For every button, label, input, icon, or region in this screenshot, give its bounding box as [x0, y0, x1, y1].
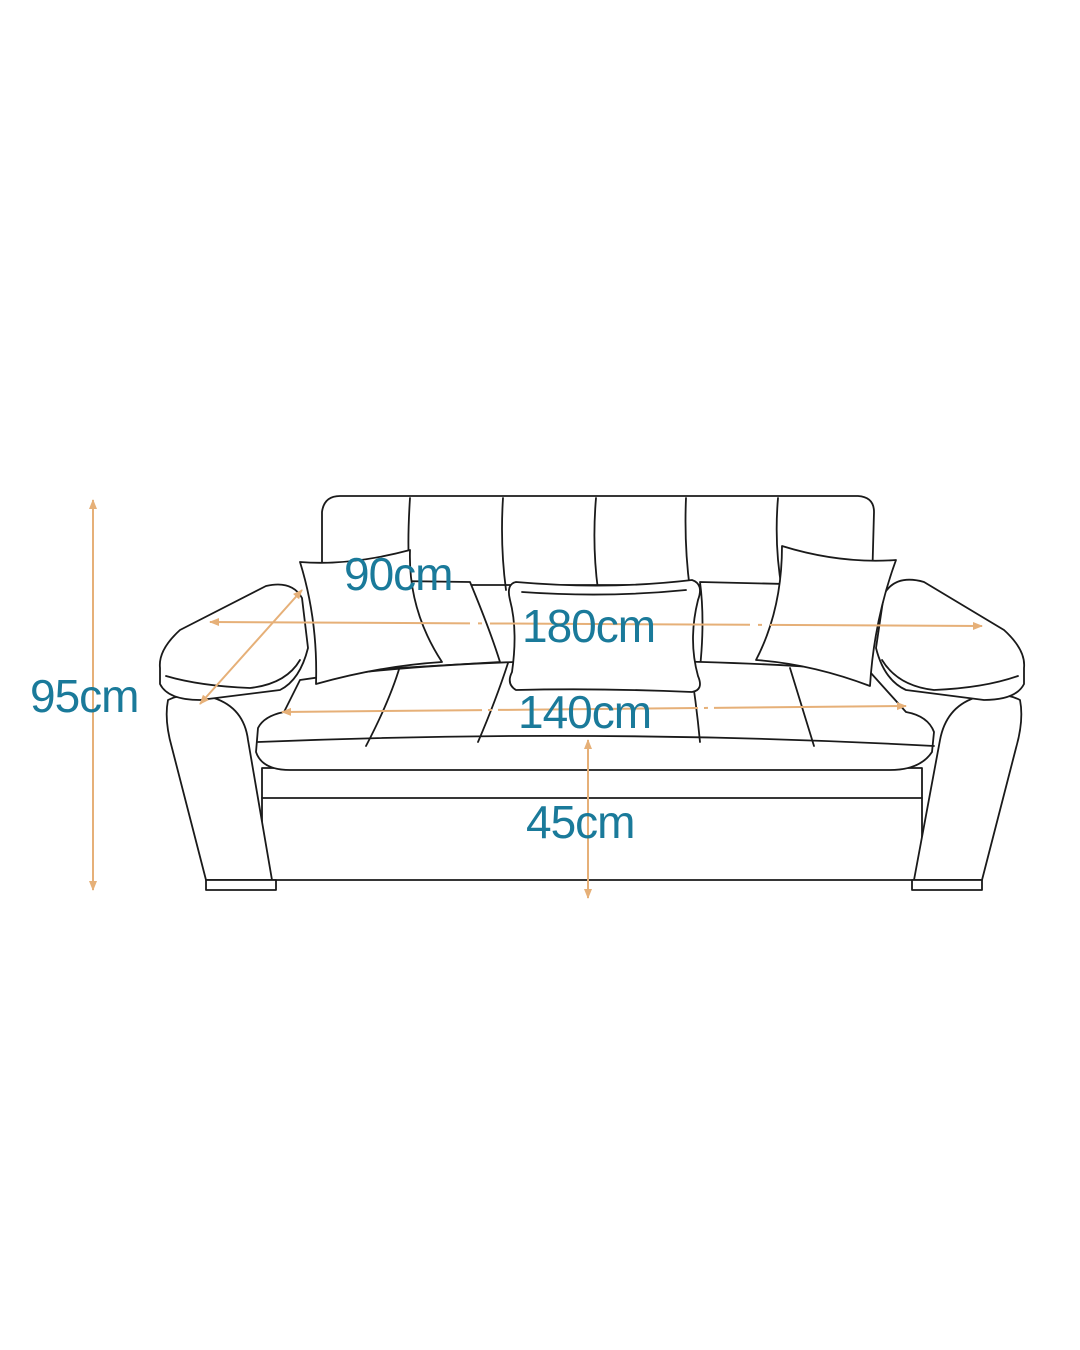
- right-arm-pad-seam: [881, 659, 1019, 691]
- dimension-labels: 95cm 90cm 180cm 140cm 45cm: [30, 548, 656, 848]
- right-arm: [913, 693, 1023, 881]
- depth-label: 90cm: [344, 548, 452, 600]
- left-arm-pad: [158, 583, 309, 701]
- seat-width-label: 140cm: [518, 686, 651, 738]
- right-arm-pad: [875, 578, 1026, 701]
- total-width-arrow: [209, 618, 983, 630]
- seat-height-label: 45cm: [526, 796, 634, 848]
- left-foot: [205, 879, 277, 891]
- left-arm: [165, 693, 273, 881]
- depth-arrow: [199, 589, 303, 705]
- seat-width-arrow: [281, 702, 907, 716]
- right-foot: [911, 879, 983, 891]
- pillow-center: [507, 579, 701, 693]
- pillow-left: [299, 549, 443, 685]
- pillow-right: [755, 545, 897, 687]
- seat-seams: [257, 662, 935, 747]
- pillow-center-seam: [521, 589, 687, 596]
- total-width-label: 180cm: [522, 600, 655, 652]
- sofa-backrest: [321, 495, 875, 586]
- dimension-arrows: [89, 499, 983, 899]
- height-label: 95cm: [30, 670, 138, 722]
